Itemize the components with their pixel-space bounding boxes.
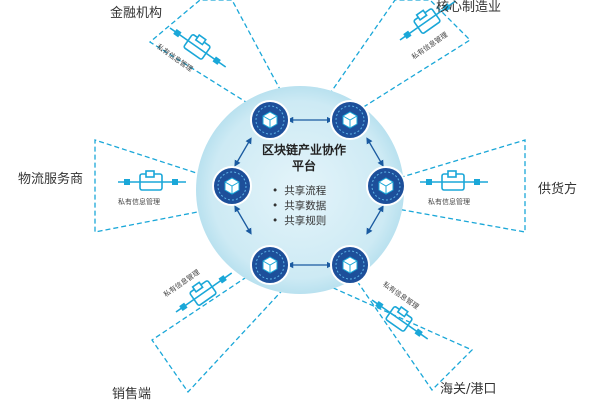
private-info-label: 私有信息管理 xyxy=(118,197,160,206)
platform-bullets: 共享流程 共享数据 共享规则 xyxy=(272,184,326,229)
node-top-right xyxy=(330,100,370,140)
bullet-item: 共享规则 xyxy=(272,214,326,229)
private-info-label: 私有信息管理 xyxy=(428,197,470,206)
label-supplier: 供货方 xyxy=(538,182,578,197)
customs-panel xyxy=(318,267,474,392)
supplier-panel xyxy=(391,139,526,233)
arrow-left-lower xyxy=(234,205,252,235)
node-bottom-left xyxy=(250,245,290,285)
node-bottom-right xyxy=(330,245,370,285)
label-manufacturing: 核心制造业 xyxy=(436,0,502,15)
arrow-right-lower xyxy=(366,205,384,235)
node-top-left xyxy=(250,100,290,140)
label-sales: 销售端 xyxy=(112,387,152,402)
node-right xyxy=(366,166,406,206)
node-left xyxy=(212,166,252,206)
arrow-left-upper xyxy=(234,137,252,167)
platform-title: 区块链产业协作平台 xyxy=(262,143,347,173)
private-info-label: 私有信息管理 xyxy=(162,267,202,298)
bullet-item: 共享流程 xyxy=(272,184,326,199)
bullet-item: 共享数据 xyxy=(272,199,326,214)
logistics-pipeline: 私有信息管理 xyxy=(118,170,186,206)
label-customs: 海关/港口 xyxy=(440,382,497,397)
label-financial: 金融机构 xyxy=(110,6,163,21)
manufacturing-panel xyxy=(318,0,472,119)
supplier-pipeline: 私有信息管理 xyxy=(420,170,488,206)
arrow-right-upper xyxy=(366,137,384,167)
label-logistics: 物流服务商 xyxy=(18,172,84,187)
